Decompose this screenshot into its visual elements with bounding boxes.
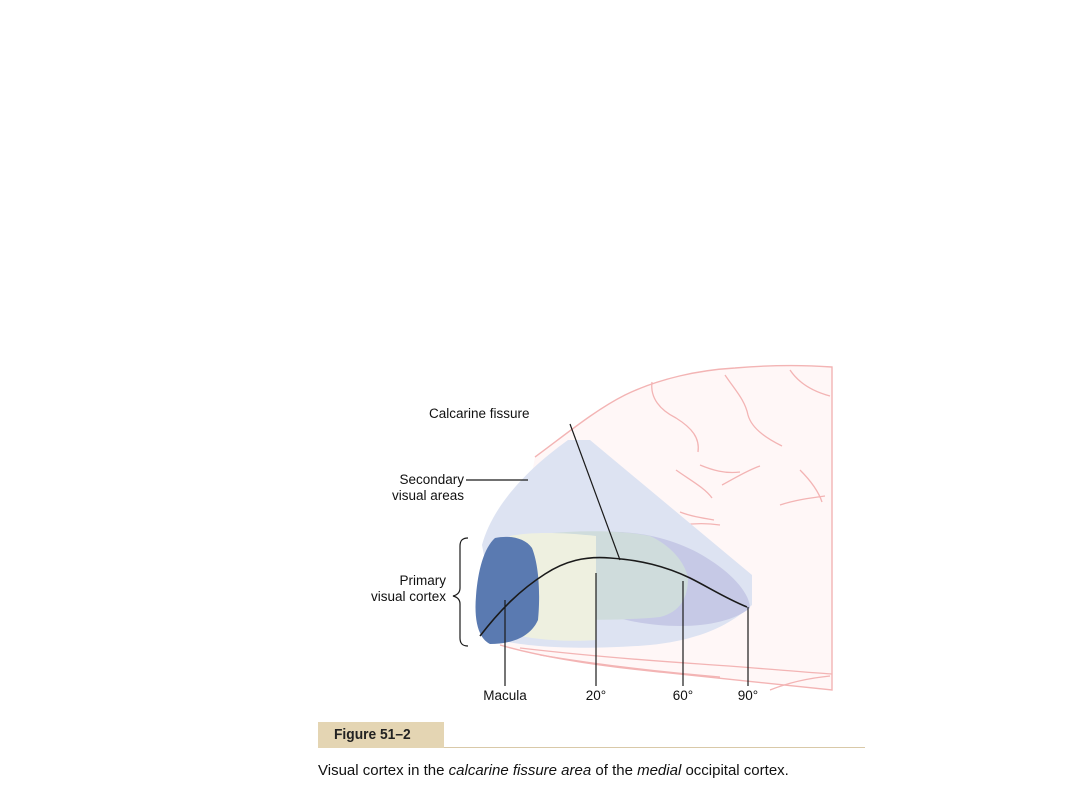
figure-caption: Visual cortex in the calcarine fissure a… (318, 762, 878, 779)
degree-60-label: 60° (672, 688, 694, 703)
secondary-label-line1: Secondary (399, 472, 464, 487)
macula-zone (475, 536, 540, 644)
brain-sulci (519, 369, 833, 691)
degree-20-label: 20° (585, 688, 607, 703)
calcarine-fissure-label: Calcarine fissure (429, 406, 530, 421)
secondary-label-line2: visual areas (391, 488, 464, 503)
figure-number: Figure 51–2 (334, 726, 411, 743)
caption-part-1: Visual cortex in the (318, 762, 449, 779)
primary-cortex-bracket (452, 537, 469, 647)
leader-lines (466, 423, 749, 686)
macula-label: Macula (483, 688, 527, 703)
degree-90-label: 90° (737, 688, 759, 703)
figure-number-badge: Figure 51–2 (318, 722, 444, 748)
caption-part-3: of the (591, 762, 638, 779)
primary-label-line1: Primary (399, 573, 447, 588)
primary-visual-cortex-label: Primary visual cortex (336, 573, 446, 605)
caption-part-4: medial (637, 762, 682, 779)
primary-label-line2: visual cortex (370, 589, 446, 604)
calcarine-fissure-line (479, 556, 748, 637)
secondary-visual-areas-label: Secondary visual areas (356, 472, 464, 504)
figure-rule (444, 747, 865, 748)
caption-part-5: occipital cortex. (681, 762, 789, 779)
caption-part-2: calcarine fissure area (448, 762, 592, 779)
